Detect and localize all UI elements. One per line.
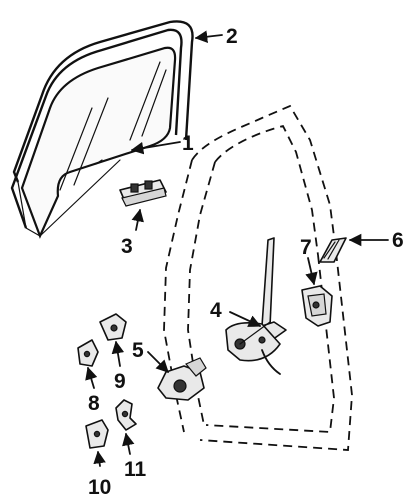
door-glass [20, 46, 177, 239]
upper-hinge [99, 313, 127, 341]
belt-weatherstrip [319, 237, 347, 263]
glass-channel [119, 179, 167, 207]
run-channel-seal [10, 20, 194, 237]
lower-hinge [77, 339, 99, 367]
callout-4: 4 [210, 299, 222, 322]
callout-5: 5 [132, 339, 144, 362]
door-check [115, 399, 137, 431]
door-handle [301, 285, 333, 327]
callout-8: 8 [88, 392, 100, 415]
callout-numbers: 1 2 3 4 5 6 7 8 9 10 11 [88, 25, 404, 499]
regulator-motor [157, 357, 207, 401]
callout-7: 7 [300, 236, 312, 259]
window-regulator [225, 237, 287, 375]
callout-1: 1 [182, 132, 194, 155]
callout-11: 11 [124, 458, 147, 481]
callout-9: 9 [114, 370, 126, 393]
door-striker [85, 419, 109, 449]
door-frame-outline [163, 104, 353, 451]
callout-2: 2 [226, 25, 238, 48]
leader-lines [85, 30, 389, 467]
callout-6: 6 [392, 229, 404, 252]
callout-10: 10 [88, 476, 111, 499]
callout-3: 3 [121, 235, 133, 258]
